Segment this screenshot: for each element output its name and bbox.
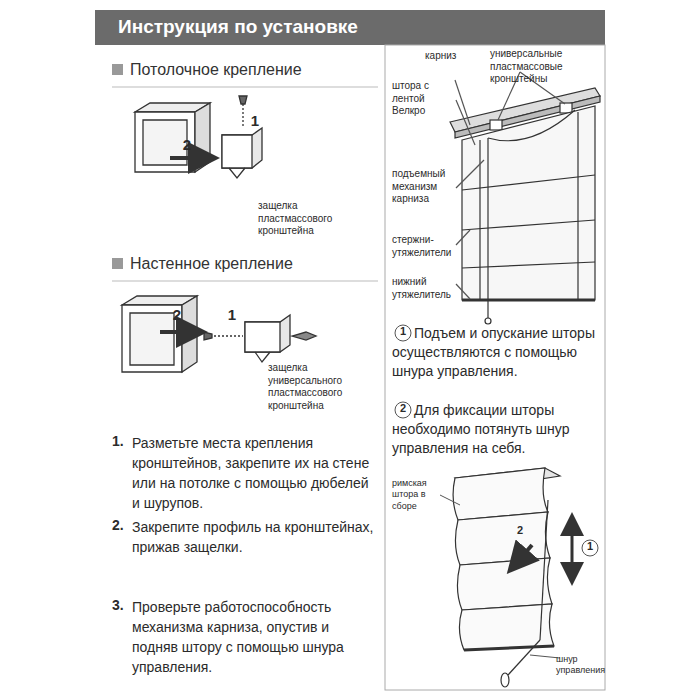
callout-number: 1 — [225, 306, 239, 325]
part-label: защелка пластмассового кронштейна — [258, 200, 358, 238]
step-number: 1. — [112, 433, 130, 451]
note-text: Подъем и опускание шторы осуществляются … — [392, 324, 600, 381]
callout-number: 2 — [396, 402, 410, 416]
heading-square — [112, 258, 123, 269]
step-text: Разметьте места крепления кронштейнов, з… — [132, 433, 377, 513]
heading-rule — [112, 87, 378, 88]
callout-number: 1 — [396, 325, 410, 339]
section-heading: Потолочное крепление — [130, 60, 302, 80]
part-label: защелка универсального пластмассового кр… — [268, 362, 373, 412]
part-label: штора с лентой Велкро — [392, 80, 456, 118]
step-number: 2. — [112, 517, 130, 535]
callout-number: 2 — [513, 524, 527, 538]
callout-number: 2 — [170, 306, 184, 325]
part-label: подъемный механизм карниза — [392, 168, 456, 206]
part-label: нижний утяжелитель — [392, 276, 456, 301]
page-title: Инструкция по установке — [118, 15, 358, 39]
panel-frame — [385, 45, 605, 690]
heading-square — [112, 64, 123, 75]
callout-number: 1 — [248, 112, 262, 131]
heading-rule — [112, 281, 378, 282]
step-number: 3. — [112, 597, 130, 615]
roman-shade-folded — [440, 468, 572, 687]
section-heading: Настенное крепление — [130, 254, 293, 274]
part-label: шнур управления — [556, 654, 601, 677]
part-label: римская штора в сборе — [392, 478, 442, 512]
callout-number: 1 — [583, 540, 597, 554]
wall-mount — [122, 296, 316, 372]
ceiling-mount — [135, 96, 262, 178]
header-band — [95, 10, 605, 45]
roman-shade-hanging — [450, 72, 600, 324]
step-text: Проверьте работоспособность механизма ка… — [132, 597, 377, 677]
callout-number: 2 — [180, 136, 194, 155]
step-text: Закрепите профиль на кронштейнах, прижав… — [132, 517, 377, 557]
part-label: стержни-утяжелители — [392, 234, 456, 259]
part-label: карниз — [425, 50, 475, 63]
note-text: Для фиксации шторы необходимо потянуть ш… — [392, 401, 600, 458]
part-label: универсальные пластмассовые кронштейны — [490, 48, 600, 86]
